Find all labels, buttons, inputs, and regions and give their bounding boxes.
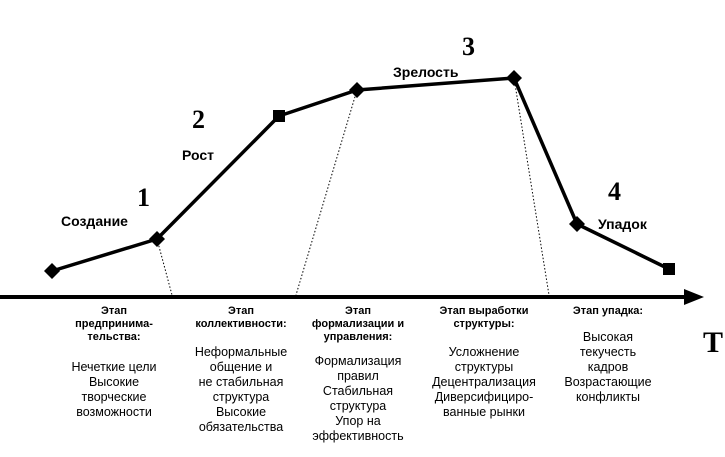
stage-4-number: 4: [608, 177, 621, 206]
axis-arrow-icon: [684, 289, 704, 305]
phase-dividers: [156, 77, 550, 296]
curve-point-6: [569, 216, 585, 232]
phase-divider-1: [156, 238, 173, 296]
curve-point-2: [149, 231, 165, 247]
curve-point-7: [663, 263, 675, 275]
phase-decline: Этап упадка: Высокая текучесть кадров Во…: [553, 305, 663, 405]
curve-point-4: [349, 82, 365, 98]
life-cycle-curve: [51, 76, 670, 273]
stage-3-label: Зрелость: [393, 64, 459, 80]
phase-items: Неформальные общение и не стабильная стр…: [194, 345, 288, 434]
phase-items: Высокая текучесть кадров Возрастающие ко…: [564, 330, 652, 404]
x-axis-label: T: [703, 326, 723, 359]
phase-entrepreneurship: Этап предпринима- тельства: Нечеткие цел…: [55, 305, 173, 420]
curve-point-3: [273, 110, 285, 122]
phase-divider-3: [513, 77, 550, 296]
phase-items: Усложнение структуры Децентрализация Див…: [432, 345, 536, 419]
curve-point-1: [44, 263, 60, 279]
stage-3-number: 3: [462, 32, 475, 61]
phase-title: Этап упадка:: [572, 305, 644, 317]
curve-line: [51, 76, 670, 273]
phase-divider-2: [295, 89, 358, 296]
phase-title: Этап коллективности:: [195, 305, 287, 330]
time-axis: [0, 289, 704, 305]
phase-title: Этап формализации и управления:: [311, 305, 405, 343]
phase-title: Этап выработки структуры:: [439, 305, 529, 330]
stage-2-label: Рост: [182, 147, 214, 163]
stage-1-number: 1: [137, 183, 150, 212]
phase-formalization: Этап формализации и управления: Формализ…: [300, 305, 416, 444]
curve-point-5: [506, 70, 522, 86]
phase-structure-elaboration: Этап выработки структуры: Усложнение стр…: [418, 305, 550, 420]
phase-title: Этап предпринима- тельства:: [75, 305, 153, 343]
phase-items: Формализация правил Стабильная структура…: [312, 354, 404, 443]
stage-1-label: Создание: [61, 213, 128, 229]
phase-items: Нечеткие цели Высокие творческие возможн…: [71, 360, 157, 419]
curve-markers: [44, 70, 675, 279]
stage-2-number: 2: [192, 105, 205, 134]
phase-collectivity: Этап коллективности: Неформальные общени…: [180, 305, 302, 435]
stage-4-label: Упадок: [598, 216, 648, 232]
